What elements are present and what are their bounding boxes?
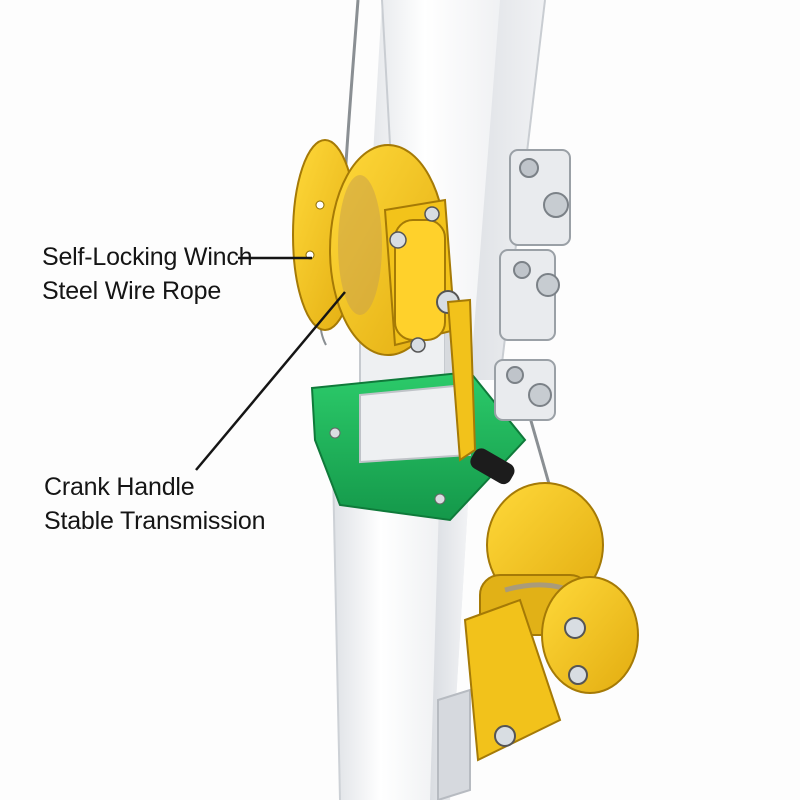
winch-callout: Self-Locking Winch Steel Wire Rope [42, 240, 253, 308]
lower-winch [463, 482, 639, 762]
winch-callout-line2: Steel Wire Rope [42, 277, 222, 305]
winch-callout-line1: Self-Locking Winch [42, 243, 253, 271]
crank-callout-line2: Stable Transmission [44, 507, 266, 535]
crank-callout: Crank Handle Stable Transmission [44, 470, 266, 538]
crank-callout-line1: Crank Handle [44, 473, 195, 501]
callout-leader-lines [195, 256, 346, 471]
upper-winch [292, 139, 460, 356]
clamp-bolts [494, 149, 571, 421]
green-collar [310, 370, 527, 522]
lower-bracket [437, 688, 471, 800]
crank-handle [446, 298, 515, 485]
rope-leader-line [195, 291, 346, 471]
